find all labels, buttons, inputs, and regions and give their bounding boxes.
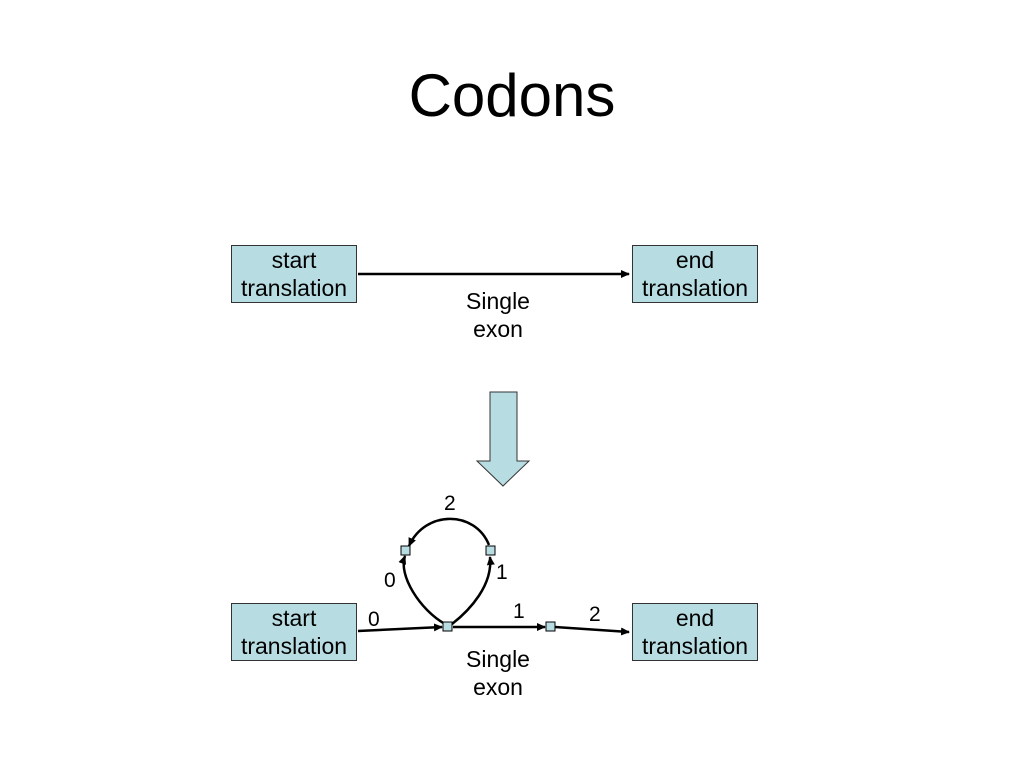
label-line: exon <box>473 674 523 700</box>
page-title: Codons <box>408 62 616 129</box>
box-line: translation <box>641 275 749 301</box>
bottom-end-translation-box: end translation <box>632 603 758 661</box>
box-line: translation <box>240 275 348 301</box>
edge-number-loop-top: 2 <box>444 492 456 515</box>
node-to-end-edge <box>554 625 630 636</box>
edge-number-loop-left: 0 <box>384 569 396 592</box>
box-line: end <box>675 605 715 631</box>
loop-top-edge <box>407 517 491 547</box>
bottom-edge-label: Single exon <box>448 645 548 701</box>
loop-right-edge <box>451 556 495 625</box>
edge-number-node-to-end: 2 <box>589 603 601 626</box>
box-line: translation <box>240 633 348 659</box>
label-line: exon <box>473 316 523 342</box>
edge-number-node-to-node: 1 <box>513 600 525 623</box>
node-right <box>545 621 556 632</box>
top-start-translation-box: start translation <box>231 245 357 303</box>
box-line: start <box>271 247 317 273</box>
node-loop-left <box>400 545 411 556</box>
box-line: end <box>675 247 715 273</box>
label-line: Single <box>466 288 530 314</box>
edge-number-loop-right: 1 <box>496 561 508 584</box>
start-to-node-edge <box>357 623 443 633</box>
node-hub <box>442 621 453 632</box>
box-line: start <box>271 605 317 631</box>
transform-down-arrow <box>475 391 531 487</box>
node-loop-right <box>485 545 496 556</box>
loop-left-edge <box>398 555 446 626</box>
label-line: Single <box>466 646 530 672</box>
bottom-start-translation-box: start translation <box>231 603 357 661</box>
edge-number-start-to-node: 0 <box>368 608 380 631</box>
top-end-translation-box: end translation <box>632 245 758 303</box>
top-edge-label: Single exon <box>448 287 548 343</box>
box-line: translation <box>641 633 749 659</box>
